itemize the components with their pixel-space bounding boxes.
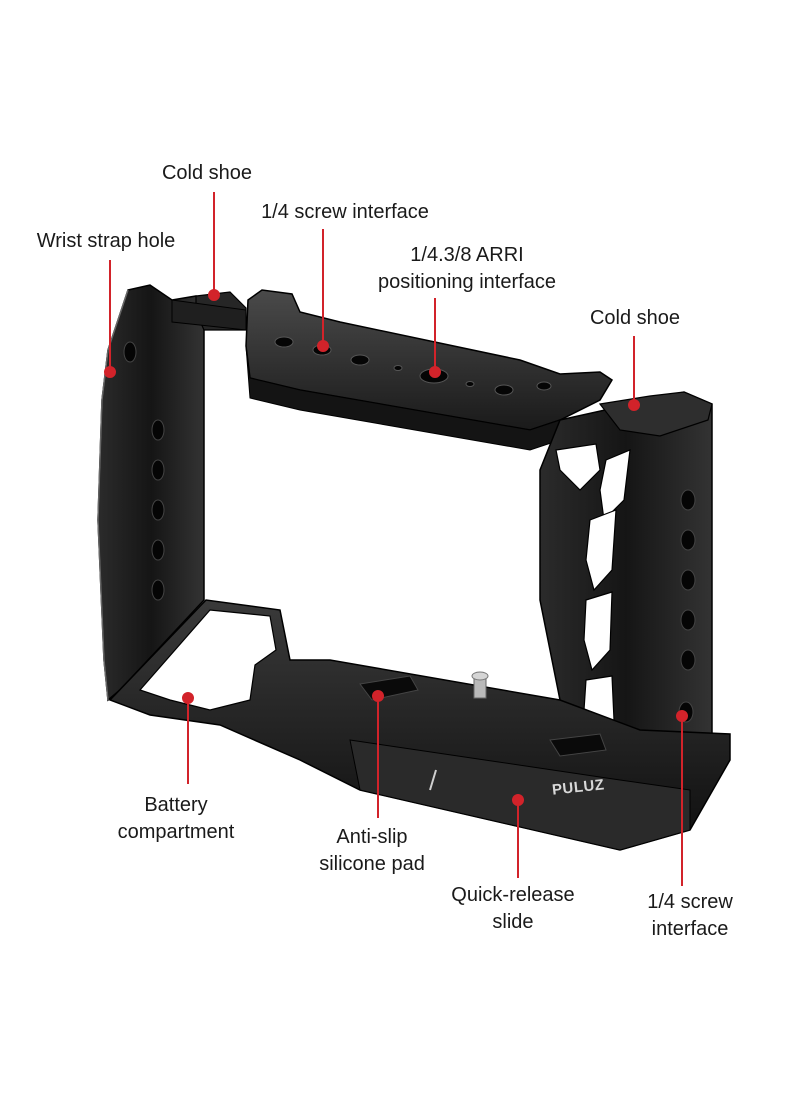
label-quick-release: Quick-release slide: [430, 882, 596, 936]
anti-slip-pad-2: [549, 733, 607, 757]
label-antislip-line2: silicone pad: [319, 853, 425, 875]
left-frame-holes: [123, 341, 165, 601]
dot-screw-side: [676, 710, 688, 722]
right-frame-cutouts: [555, 443, 631, 731]
label-arri: 1/4.3/8 ARRI positioning interface: [356, 242, 578, 296]
label-battery-line2: compartment: [117, 821, 235, 843]
label-arri-line2: positioning interface: [378, 271, 556, 293]
label-cold-shoe-right-text: Cold shoe: [589, 307, 681, 329]
label-battery-line1: Battery: [144, 794, 208, 816]
dot-cold-shoe-right: [628, 399, 640, 411]
leader-lines: [104, 192, 688, 886]
label-cold-shoe-right: Cold shoe: [566, 305, 704, 332]
dot-antislip: [372, 690, 384, 702]
label-screw-top-text: 1/4 screw interface: [261, 201, 429, 223]
right-cold-shoe-block: [598, 391, 713, 437]
dot-arri: [429, 366, 441, 378]
label-antislip: Anti-slip silicone pad: [282, 824, 462, 878]
label-quick-release-line1: Quick-release: [451, 884, 575, 906]
dot-wrist-strap: [104, 366, 116, 378]
label-antislip-line1: Anti-slip: [336, 826, 408, 848]
label-battery: Battery compartment: [100, 792, 252, 846]
label-screw-side-line1: 1/4 screw: [647, 891, 733, 913]
slide-mark: [429, 769, 437, 791]
camera-cage: [97, 284, 731, 851]
mounting-screw: [471, 671, 489, 699]
dot-quick-release: [512, 794, 524, 806]
label-wrist-strap: Wrist strap hole: [20, 228, 192, 255]
label-screw-top: 1/4 screw interface: [240, 199, 450, 226]
label-cold-shoe-left-text: Cold shoe: [161, 162, 253, 184]
label-arri-line1: 1/4.3/8 ARRI: [410, 244, 524, 266]
dot-battery: [182, 692, 194, 704]
label-screw-side-line2: interface: [651, 918, 729, 940]
label-quick-release-line2: slide: [492, 911, 534, 933]
label-screw-side: 1/4 screw interface: [628, 889, 752, 943]
label-cold-shoe-left: Cold shoe: [140, 160, 274, 187]
battery-compartment-cutout: [138, 609, 277, 711]
dot-cold-shoe-left: [208, 289, 220, 301]
dot-screw-top: [317, 340, 329, 352]
left-frame-edge: [97, 289, 129, 701]
label-wrist-strap-text: Wrist strap hole: [36, 230, 176, 252]
